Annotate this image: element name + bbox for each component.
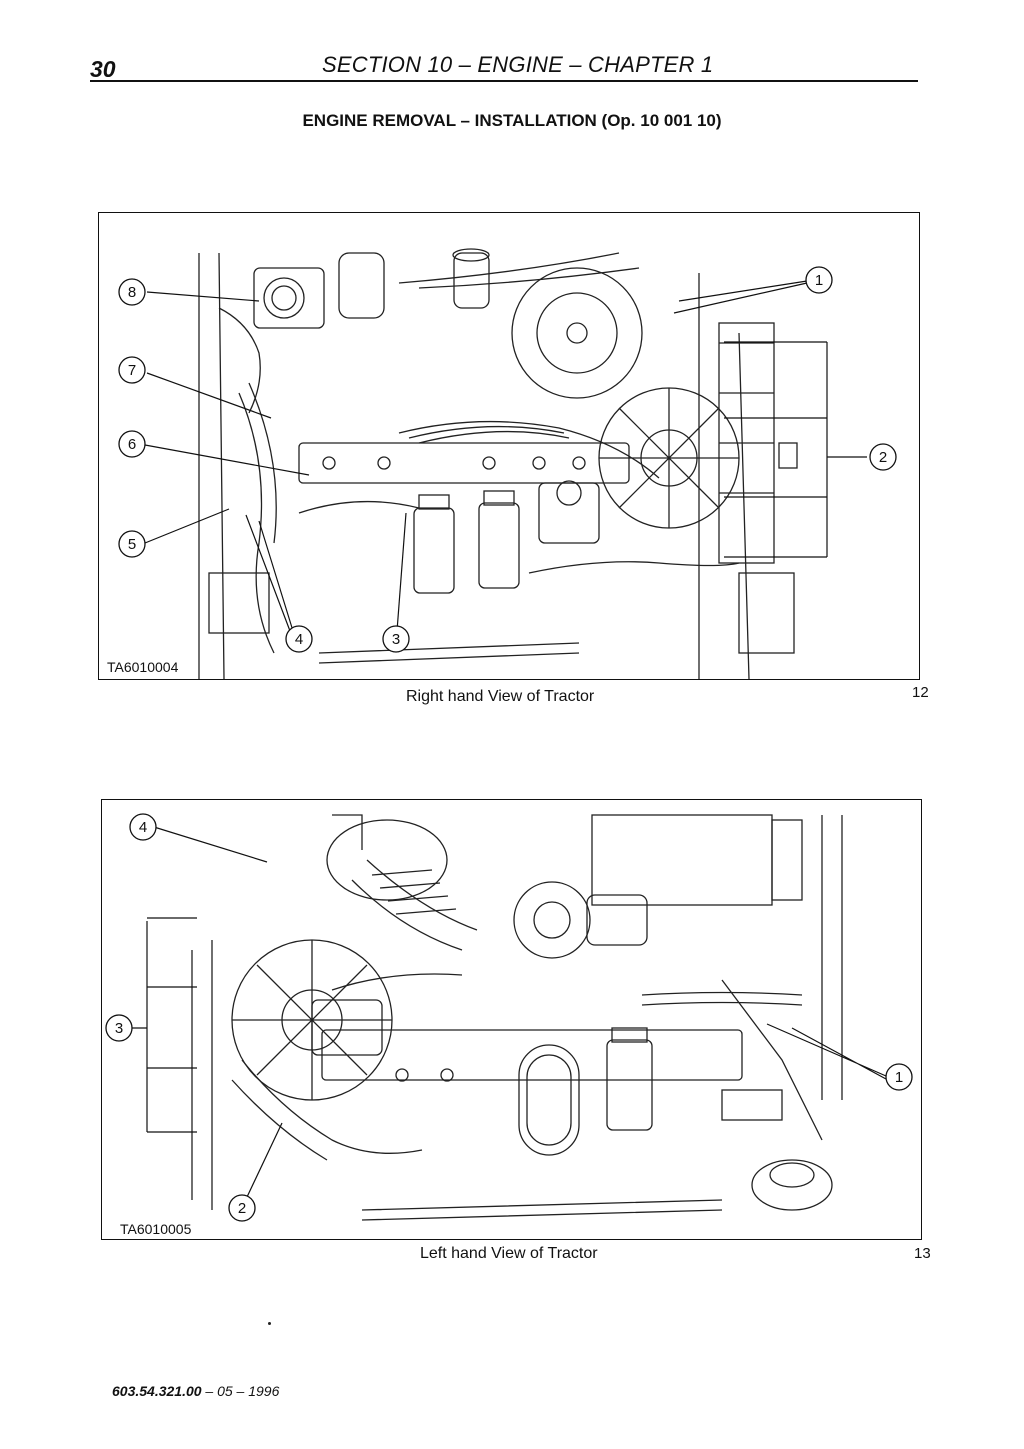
callout-3: 3: [115, 1020, 123, 1037]
engine-illustration-left: 4 3 2 1: [105, 813, 913, 1222]
page-number: 30: [90, 56, 116, 82]
section-title: SECTION 10 – ENGINE – CHAPTER 1: [322, 52, 714, 77]
stray-dot: [268, 1322, 271, 1325]
figure-caption: Right hand View of Tractor: [406, 688, 595, 705]
figure-right-hand-view: 8 7 6 5 4 3 1 2 TA6010004: [98, 212, 920, 680]
callout-1: 1: [815, 272, 823, 289]
callout-6: 6: [128, 436, 136, 453]
figure-number: 13: [914, 1245, 931, 1262]
callout-4: 4: [295, 631, 303, 648]
callout-2: 2: [238, 1200, 246, 1217]
engine-illustration-right: 8 7 6 5 4 3 1 2: [118, 248, 897, 679]
figure-left-hand-view: 4 3 2 1 TA6010005: [101, 799, 922, 1240]
callout-3: 3: [392, 631, 400, 648]
callout-5: 5: [128, 536, 136, 553]
callout-7: 7: [128, 362, 136, 379]
figure-number: 12: [912, 684, 929, 701]
figure-code: TA6010004: [105, 659, 181, 675]
doc-number: 603.54.321.00: [112, 1383, 202, 1399]
figure-caption: Left hand View of Tractor: [420, 1245, 598, 1262]
footer: 603.54.321.00 – 05 – 1996: [112, 1383, 279, 1399]
callout-2: 2: [879, 449, 887, 466]
doc-date: – 05 – 1996: [201, 1383, 280, 1399]
callout-1: 1: [895, 1069, 903, 1086]
figure-code: TA6010005: [118, 1221, 194, 1237]
page-heading: ENGINE REMOVAL – INSTALLATION (Op. 10 00…: [302, 111, 722, 130]
callout-4: 4: [139, 819, 147, 836]
callout-8: 8: [128, 284, 136, 301]
header-rule: [90, 80, 918, 82]
